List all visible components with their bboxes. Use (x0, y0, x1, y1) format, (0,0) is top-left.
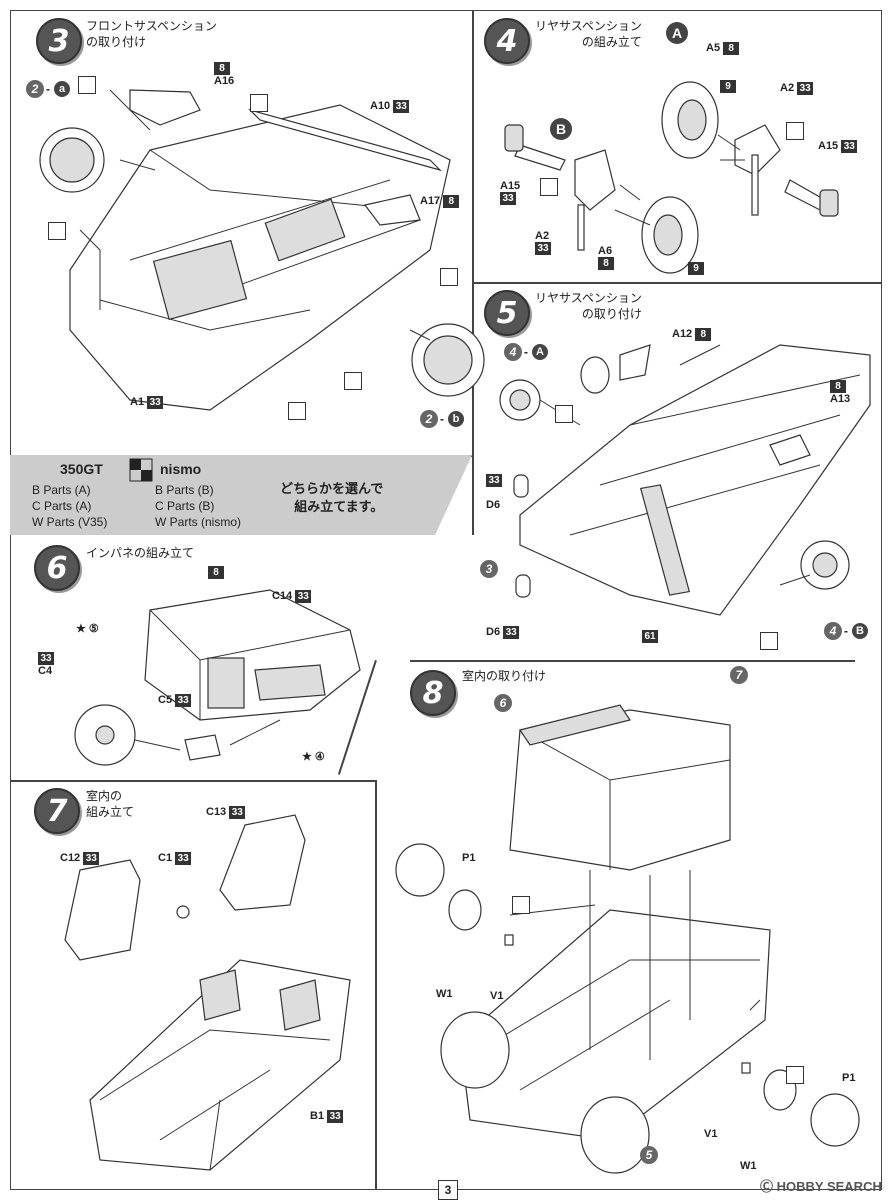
part-label-b1: B1 33 (310, 1110, 344, 1123)
part-label-a5: A5 8 (706, 42, 740, 55)
vertical-divider-bottom (375, 780, 377, 1190)
variant-nismo-line1: B Parts (B) (155, 483, 214, 497)
part-label-c12: C12 33 (60, 852, 100, 865)
part-label-a10: A10 33 (370, 100, 410, 113)
glue-icon (250, 94, 268, 112)
runner-8-s6: 8 (208, 566, 224, 579)
variant-note: どちらかを選んで 組み立てます。 (280, 482, 384, 515)
final-assembly-drawing (395, 704, 860, 1174)
step-5-title: リヤサスペンション の取り付け (535, 291, 642, 321)
front-chassis-drawing (39, 89, 485, 411)
step-6-badge: 6 (34, 545, 80, 591)
ref-2b: 2-b (420, 410, 464, 428)
glue-icon (78, 76, 96, 94)
step-4-badge: 4 (484, 18, 530, 64)
variant-350gt-title: 350GT (60, 461, 103, 477)
variant-nismo-line3: W Parts (nismo) (155, 515, 242, 529)
runner-61: 61 (642, 630, 658, 643)
part-label-a15-right: A15 33 (818, 140, 858, 153)
step-7-title: 室内の 組み立て (86, 789, 135, 819)
ref-7: 7 (730, 666, 748, 684)
part-label-a2-right: A2 33 (780, 82, 814, 95)
variant-selection-box: 350GT nismo B Parts (A) C Parts (A) W Pa… (10, 455, 472, 535)
variant-350gt-line2: C Parts (A) (32, 499, 92, 513)
variant-nismo-title: nismo (160, 461, 202, 477)
vertical-divider-top (472, 10, 474, 535)
step-4-title: リヤサスペンション の組み立て (535, 19, 642, 49)
step-8-badge: 8 (410, 670, 456, 716)
star-ref-4: ★ ④ (302, 751, 325, 763)
step-7-badge: 7 (34, 788, 80, 834)
glue-icon (512, 896, 530, 914)
instrument-panel-drawing (74, 589, 361, 766)
part-label-c1: C1 33 (158, 852, 192, 865)
glue-icon (786, 1066, 804, 1084)
part-label-c13: C13 33 (206, 806, 246, 819)
glue-icon (786, 122, 804, 140)
step-5-badge: 5 (484, 290, 530, 336)
part-label-p1-right: P1 (842, 1072, 856, 1084)
ref-4b: 4-B (824, 622, 868, 640)
variant-background (10, 455, 472, 535)
part-label-a17: A17 8 (420, 195, 460, 208)
part-label-v1-left: V1 (490, 990, 504, 1002)
ref-3: 3 (480, 560, 498, 578)
step-8-title: 室内の取り付け (462, 669, 547, 683)
part-label-c5: C5 33 (158, 694, 192, 707)
runner-9-bottom: 9 (688, 262, 704, 275)
ref-5: 5 (640, 1146, 658, 1164)
glue-icon (440, 268, 458, 286)
checker-flag-icon (129, 458, 153, 482)
variant-nismo-line2: C Parts (B) (155, 499, 215, 513)
step-3-badge: 3 (36, 18, 82, 64)
part-label-c14: C14 33 (272, 590, 312, 603)
part-label-w1-right: W1 (740, 1160, 757, 1172)
star-ref-5: ★ ⑤ (76, 623, 99, 635)
rear-chassis-drawing (499, 344, 871, 616)
part-label-v1-right: V1 (704, 1128, 718, 1140)
ref-2a: 2-a (26, 80, 70, 98)
horizontal-divider-right-top (472, 282, 882, 284)
sub-assembly-b-label: B (548, 118, 572, 140)
interior-tub-drawing (64, 814, 351, 1171)
glue-icon (555, 405, 573, 423)
runner-9-top: 9 (720, 80, 736, 93)
watermark: Ⓒ HOBBY SEARCH (760, 1179, 882, 1194)
horizontal-divider-step8 (410, 660, 855, 662)
part-label-d6-lower: D6 33 (486, 626, 520, 639)
part-label-p1-left: P1 (462, 852, 476, 864)
glue-icon (540, 178, 558, 196)
variant-350gt-line1: B Parts (A) (32, 483, 91, 497)
rear-suspension-assembly-drawing (504, 81, 839, 274)
part-label-a1: A1 33 (130, 396, 164, 409)
glue-icon (48, 222, 66, 240)
sub-assembly-a-label: A (664, 22, 688, 44)
part-label-a12: A12 8 (672, 328, 712, 341)
horizontal-divider-left (10, 780, 375, 782)
variant-350gt-line3: W Parts (V35) (32, 515, 108, 529)
ref-6: 6 (494, 694, 512, 712)
glue-icon (288, 402, 306, 420)
step-6-title: インパネの組み立て (86, 546, 195, 560)
glue-icon (344, 372, 362, 390)
glue-icon (760, 632, 778, 650)
page-number: 3 (438, 1180, 458, 1200)
step-3-title: フロントサスペンション の取り付け (86, 19, 217, 49)
ref-4a: 4-A (504, 343, 548, 361)
part-label-w1-left: W1 (436, 988, 453, 1000)
